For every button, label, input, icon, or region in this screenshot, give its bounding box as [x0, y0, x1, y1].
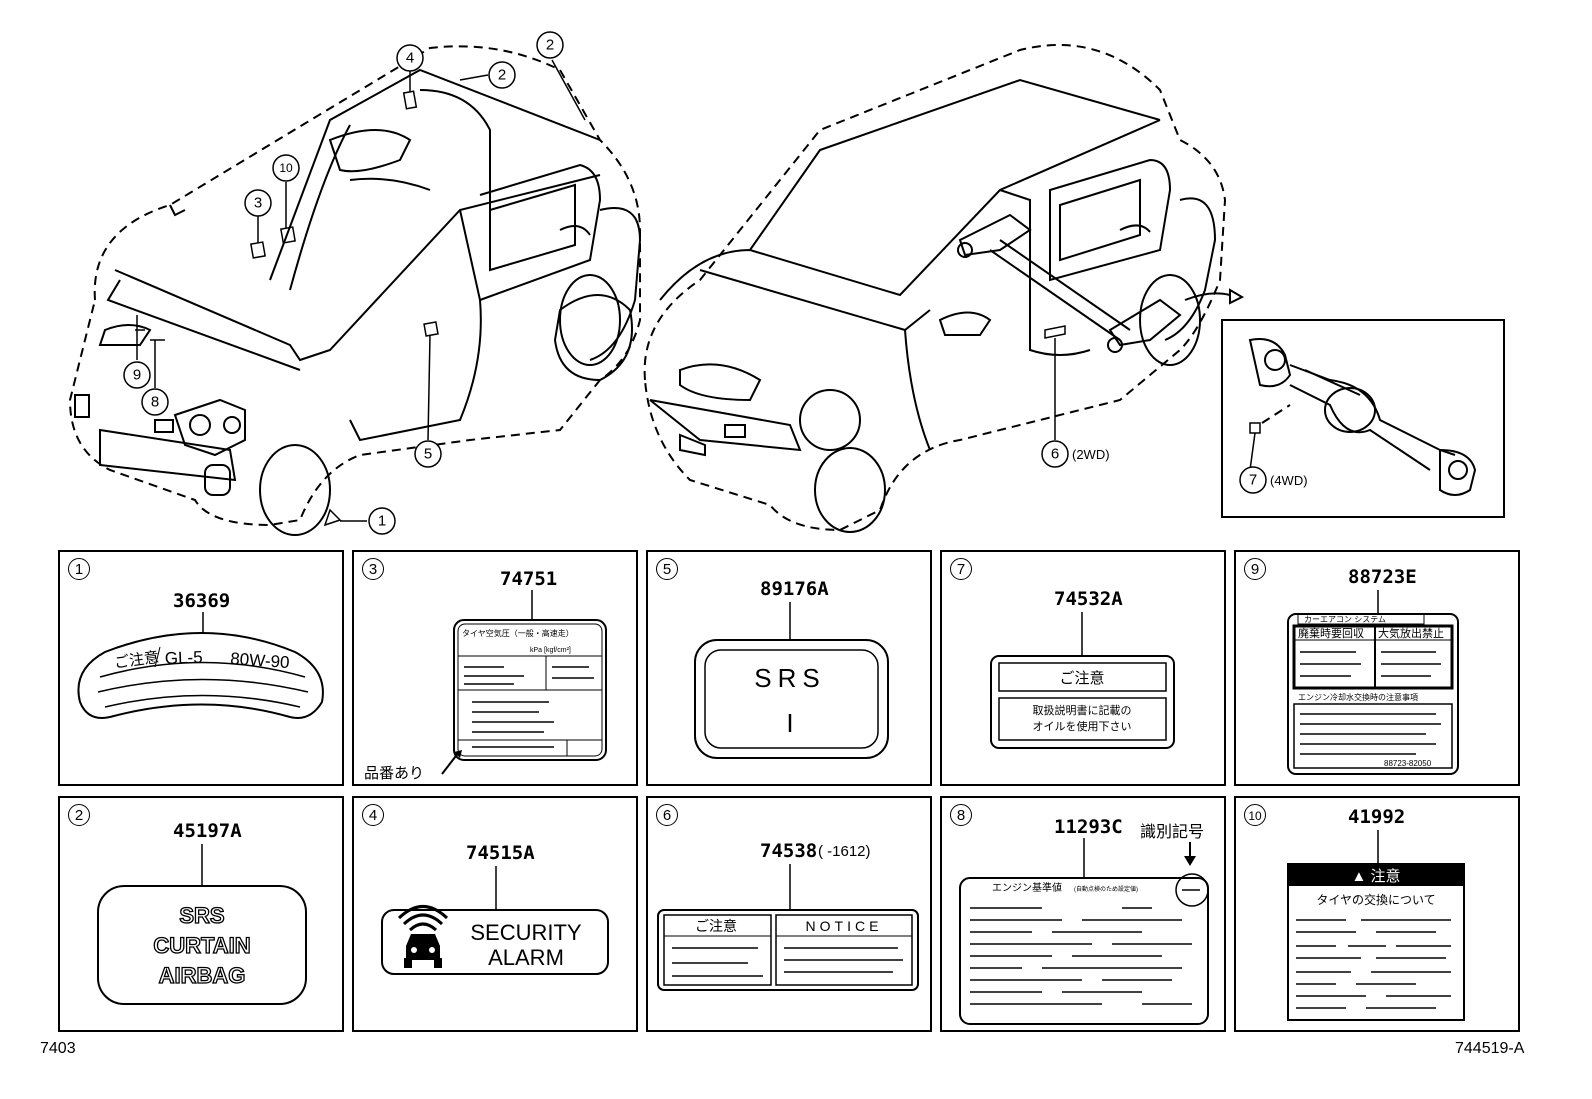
callout-7-note: (4WD): [1270, 473, 1308, 488]
caution-banner: ▲ 注意: [1351, 867, 1400, 885]
tire-change-title: タイヤの交換について: [1316, 892, 1435, 907]
aircon-part-code: 88723-82050: [1384, 759, 1432, 768]
identification-mark-note: 識別記号: [1140, 824, 1205, 841]
callout-2b: 2: [546, 37, 554, 54]
coolant-heading: エンジン冷却水交換時の注意事項: [1298, 692, 1418, 702]
part-number: 89176A: [760, 578, 829, 600]
label-number: 5: [656, 558, 678, 580]
label-number: 8: [950, 804, 972, 826]
part-number: 41992: [1348, 806, 1406, 828]
gear-oil-label-drawing: ご注意 GL-5 80W-90: [77, 612, 324, 719]
callout-9: 9: [133, 367, 141, 384]
callout-7: 7: [1249, 472, 1257, 489]
notice-label-drawing: ご注意 NOTICE: [657, 864, 919, 991]
label-card-9: 9 88723E カーエアコン システム 廃棄時要回収 大気放出禁止 エンジン冷…: [1234, 550, 1520, 786]
part-number: 36369: [173, 590, 231, 612]
aircon-label-drawing: カーエアコン システム 廃棄時要回収 大気放出禁止 エンジン冷却水交換時の注意事…: [1287, 590, 1459, 775]
caution-line-2: オイルを使用下さい: [1033, 720, 1132, 733]
security-alarm-label-drawing: SECURITY ALARM: [381, 866, 609, 975]
srs-text: SRS: [754, 663, 825, 693]
oil-caution-label-drawing: ご注意 取扱説明書に記載の オイルを使用下さい: [990, 612, 1175, 749]
engine-spec-title: エンジン基準値: [992, 881, 1062, 894]
label-number: 6: [656, 804, 678, 826]
spec-gl5: GL-5: [164, 648, 202, 668]
label-number: 2: [68, 804, 90, 826]
car-alarm-icon: [397, 905, 449, 968]
part-number-range: ( -1612): [818, 843, 871, 860]
notice-en-heading: NOTICE: [806, 918, 883, 934]
part-number: 74751: [500, 568, 558, 590]
notice-jp-heading: ご注意: [695, 918, 737, 934]
part-number: 74515A: [466, 842, 535, 864]
aircon-title: カーエアコン システム: [1304, 615, 1386, 624]
left-vehicle-illustration: [68, 45, 642, 536]
label-card-2: 2 45197A SRS CURTAIN AIRBAG: [58, 796, 344, 1032]
label-card-7: 7 74532A ご注意 取扱説明書に記載の オイルを使用下さい: [940, 550, 1226, 786]
callout-6: 6: [1051, 446, 1059, 463]
label-number: 4: [362, 804, 384, 826]
diagram-code-right: 744519-A: [1455, 1040, 1525, 1057]
airbag-line-1: SRS: [179, 903, 224, 928]
tire-pressure-label-drawing: タイヤ空気圧（一般・高速走） kPa [kgf/cm²]: [441, 590, 607, 775]
callout-markers: 9 8 3 10 4 2 2 5 1 6 (2WD) 7 (4WD): [123, 31, 1308, 535]
label-number: 7: [950, 558, 972, 580]
label-card-10: 10 41992 ▲ 注意 タイヤの交換について: [1234, 796, 1520, 1032]
label-card-3: 3 74751 タイヤ空気圧（一般・高速走） kPa [kgf/cm²] 品番あ…: [352, 550, 638, 786]
label-number: 9: [1244, 558, 1266, 580]
aircon-collect: 廃棄時要回収: [1298, 626, 1364, 640]
airbag-line-2: CURTAIN: [153, 933, 250, 958]
tire-pressure-title: タイヤ空気圧（一般・高速走）: [462, 628, 574, 638]
label-number: 10: [1244, 804, 1266, 826]
part-number: 74532A: [1054, 588, 1123, 610]
callout-8: 8: [151, 394, 159, 411]
spec-viscosity: 80W-90: [230, 649, 290, 672]
curtain-airbag-label-drawing: SRS CURTAIN AIRBAG: [97, 844, 307, 1005]
engine-spec-subtitle: (自動点検のため設定値): [1074, 885, 1138, 893]
srs-label-drawing: SRS I: [694, 602, 889, 759]
security-text: SECURITY: [470, 920, 582, 945]
label-card-1: 1 36369 ご注意 GL-5 80W-90: [58, 550, 344, 786]
callout-3: 3: [254, 195, 262, 212]
caution-heading: ご注意: [1059, 669, 1104, 687]
callout-1: 1: [378, 513, 386, 530]
label-card-8: 8 11293C 識別記号 エンジン基準値 (自動点検のため設定値): [940, 796, 1226, 1032]
part-number: 74538: [760, 840, 818, 862]
part-number: 88723E: [1348, 566, 1417, 588]
tire-change-label-drawing: ▲ 注意 タイヤの交換について: [1287, 830, 1465, 1021]
callout-6-note: (2WD): [1072, 447, 1110, 462]
label-card-5: 5 89176A SRS I: [646, 550, 932, 786]
label-card-6: 6 74538 ( -1612) ご注意 NOTICE: [646, 796, 932, 1032]
callout-4: 4: [406, 50, 414, 67]
caution-line-1: 取扱説明書に記載の: [1033, 703, 1132, 717]
aircon-no-release: 大気放出禁止: [1378, 626, 1444, 640]
4wd-axle-inset: [1221, 319, 1505, 518]
callout-10: 10: [279, 161, 293, 175]
engine-spec-label-drawing: エンジン基準値 (自動点検のため設定値): [959, 838, 1209, 1025]
label-number: 1: [68, 558, 90, 580]
diagram-code-left: 7403: [40, 1040, 76, 1057]
right-vehicle-illustration: [643, 44, 1245, 533]
callout-5: 5: [424, 446, 432, 463]
alarm-text: ALARM: [488, 945, 564, 970]
airbag-line-3: AIRBAG: [159, 963, 246, 988]
part-number-note: 品番あり: [364, 765, 425, 782]
label-number: 3: [362, 558, 384, 580]
part-number: 45197A: [173, 820, 242, 842]
label-card-4: 4 74515A SECURITY ALARM: [352, 796, 638, 1032]
srs-roman-one: I: [786, 708, 793, 738]
tire-pressure-unit: kPa [kgf/cm²]: [530, 647, 571, 654]
part-number: 11293C: [1054, 816, 1123, 838]
callout-2a: 2: [498, 67, 506, 84]
